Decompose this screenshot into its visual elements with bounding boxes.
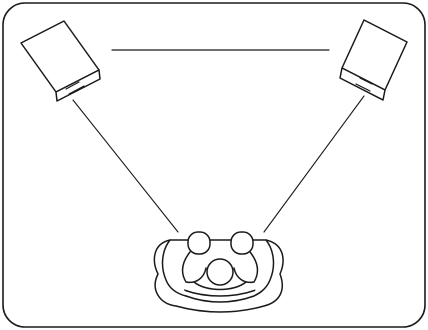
- speaker-right-driver: [359, 77, 373, 85]
- room-outline: [2, 2, 426, 328]
- speaker-left-driver: [65, 81, 80, 90]
- speaker-left: [20, 20, 101, 102]
- listener-left-arm: [181, 251, 207, 284]
- listener-right-knee: [230, 231, 254, 255]
- speaker-left-front: [55, 69, 101, 102]
- speaker-left-port: [68, 85, 85, 95]
- listener-right-arm: [233, 251, 259, 284]
- listener-left-knee: [187, 231, 211, 255]
- armchair-backrest: [185, 295, 255, 303]
- armchair-inner-back: [183, 289, 257, 297]
- armchair-left-arm: [161, 239, 187, 297]
- armchair-right-arm: [253, 239, 275, 297]
- speaker-right: [339, 19, 408, 101]
- listener-head: [206, 258, 234, 286]
- listener-armchair: [153, 231, 284, 313]
- speaker-right-port: [355, 83, 371, 92]
- sightline-left: [72, 99, 179, 233]
- sightline-right: [263, 95, 365, 233]
